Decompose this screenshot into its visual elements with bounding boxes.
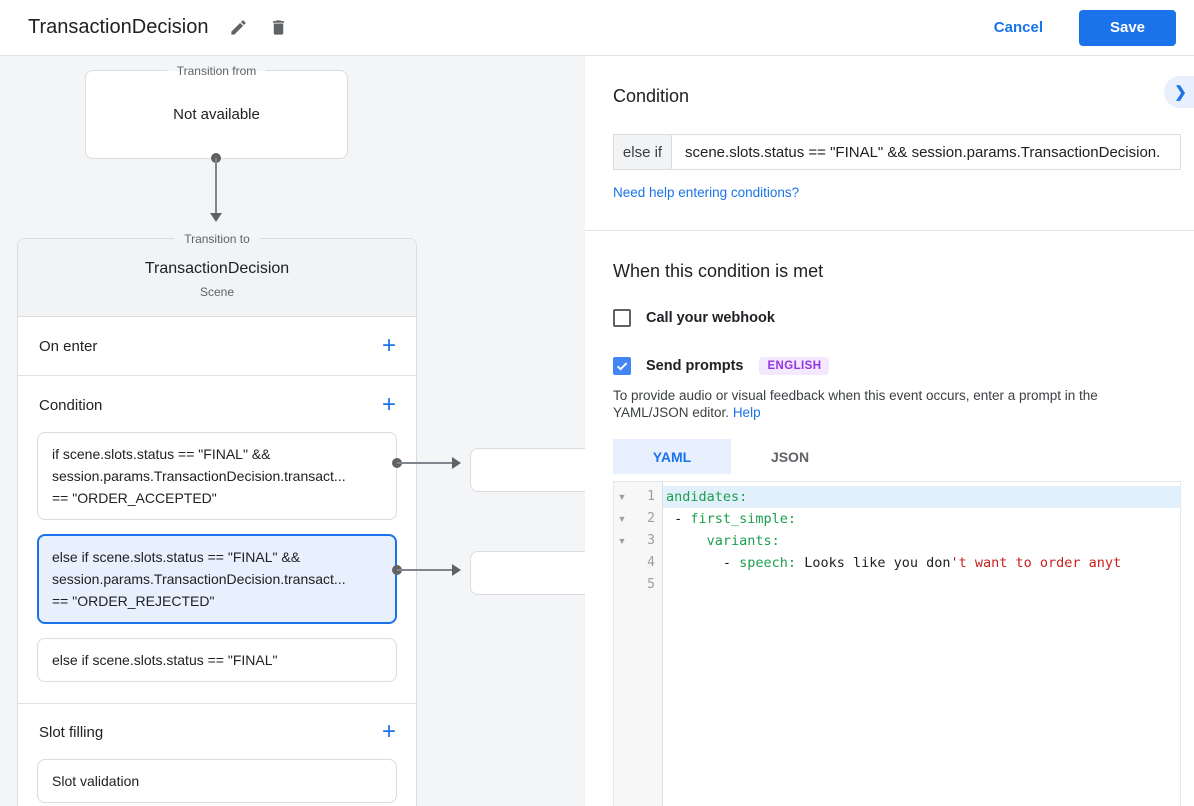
code-line-active: andidates: [663,486,1180,508]
conditions-help-link[interactable]: Need help entering conditions? [613,185,800,200]
scene-card-header: TransactionDecision Scene [18,239,416,317]
editor-tabs: YAML JSON [613,439,1194,474]
slot-card-text: Slot validation [52,773,140,789]
save-button[interactable]: Save [1079,9,1176,46]
connector-line [397,569,453,571]
delete-icon[interactable] [266,16,290,40]
yaml-key: first_simple: [690,511,797,527]
webhook-label: Call your webhook [646,310,775,326]
fold-arrow-icon[interactable]: ▼ [617,492,627,502]
webhook-row: Call your webhook [613,309,1194,327]
arrow-down-icon [210,213,222,222]
yaml-key: variants: [706,533,780,549]
cancel-button[interactable]: Cancel [993,19,1043,36]
panel-condition-heading: Condition [613,86,690,106]
add-slot-button[interactable]: + [381,718,396,745]
code-line: - speech: Looks like you don't want to o… [663,552,1180,574]
condition-text: == "ORDER_REJECTED" [52,593,215,609]
condition-text: if scene.slots.status == "FINAL" && [52,446,271,462]
collapse-panel-button[interactable]: ❯ [1164,76,1194,108]
prompt-hint-text: To provide audio or visual feedback when… [613,388,1098,420]
on-enter-row: On enter + [18,317,416,376]
slot-filling-section: Slot filling + Slot validation [18,704,416,806]
scene-diagram-canvas: Transition from Not available Transition… [0,56,585,806]
edit-icon[interactable] [226,16,250,40]
slot-validation-card[interactable]: Slot validation [37,759,397,803]
connector-line [215,158,217,214]
transition-from-box: Transition from Not available [85,62,348,159]
condition-text: session.params.TransactionDecision.trans… [52,571,346,587]
condition-expression-group: else if [613,134,1181,170]
transition-from-legend: Transition from [166,62,267,80]
scene-type-label: Scene [199,285,235,299]
on-enter-label: On enter [39,337,98,355]
yaml-plain: - [666,511,691,527]
webhook-checkbox[interactable] [613,309,631,327]
page-title: TransactionDecision [28,16,209,38]
scene-card: Transition to TransactionDecision Scene … [17,230,417,806]
connector-line [397,462,453,464]
editor-code-area[interactable]: andidates: - first_simple: variants: - s… [663,482,1180,806]
fold-arrow-icon[interactable]: ▼ [617,536,627,546]
prompt-hint: To provide audio or visual feedback when… [613,387,1154,421]
yaml-plain [666,533,707,549]
condition-card-rejected-selected[interactable]: else if scene.slots.status == "FINAL" &&… [37,534,397,624]
condition-expression-input[interactable] [671,134,1181,170]
panel-divider [585,230,1194,231]
prompt-help-link[interactable]: Help [732,405,761,420]
arrow-right-icon [452,457,461,469]
add-condition-button[interactable]: + [381,391,396,418]
line-number: 3 [647,533,655,548]
condition-section: Condition + if scene.slots.status == "FI… [18,376,416,704]
scene-name: TransactionDecision [144,260,290,277]
condition-text: == "ORDER_ACCEPTED" [52,490,217,506]
line-number: 1 [647,489,655,504]
language-badge: ENGLISH [759,357,830,375]
line-number: 5 [647,577,655,592]
transition-target-box[interactable] [470,448,585,492]
condition-text: else if scene.slots.status == "FINAL" [52,652,278,668]
chevron-right-icon: ❯ [1174,84,1187,101]
yaml-key: andidates: [666,489,748,505]
send-prompts-row: Send prompts ENGLISH [613,357,1194,375]
transition-target-box[interactable] [470,551,585,595]
editor-gutter: ▼ 1 ▼ 2 ▼ 3 4 5 [614,482,663,806]
condition-text: else if scene.slots.status == "FINAL" && [52,549,301,565]
yaml-plain: Looks like you don [796,555,951,571]
condition-met-heading: When this condition is met [613,261,824,281]
line-number: 4 [647,555,655,570]
send-prompts-label: Send prompts [646,358,744,374]
code-line: variants: [663,530,1180,552]
tab-json[interactable]: JSON [770,448,810,465]
transition-to-legend: Transition to [174,230,260,248]
code-line: - first_simple: [663,508,1180,530]
slot-filling-label: Slot filling [39,723,104,741]
line-number: 2 [647,511,655,526]
yaml-plain: - [666,555,740,571]
yaml-key: speech: [739,555,797,571]
condition-prefix: else if [613,134,671,170]
header-bar: TransactionDecision Cancel Save [0,0,1194,56]
transition-from-value: Not available [173,106,260,123]
add-on-enter-button[interactable]: + [381,332,396,359]
condition-detail-panel: ❯ Condition else if Need help entering c… [585,56,1194,806]
yaml-string: 't want to order anyt [950,555,1122,571]
arrow-right-icon [452,564,461,576]
yaml-editor[interactable]: ▼ 1 ▼ 2 ▼ 3 4 5 [613,481,1181,806]
fold-arrow-icon[interactable]: ▼ [617,514,627,524]
send-prompts-checkbox[interactable] [613,357,631,375]
condition-text: session.params.TransactionDecision.trans… [52,468,346,484]
condition-section-label: Condition [39,396,103,414]
code-line [663,574,1180,596]
tab-yaml[interactable]: YAML [613,439,731,474]
condition-card-final[interactable]: else if scene.slots.status == "FINAL" [37,638,397,682]
condition-card-accepted[interactable]: if scene.slots.status == "FINAL" && sess… [37,432,397,520]
